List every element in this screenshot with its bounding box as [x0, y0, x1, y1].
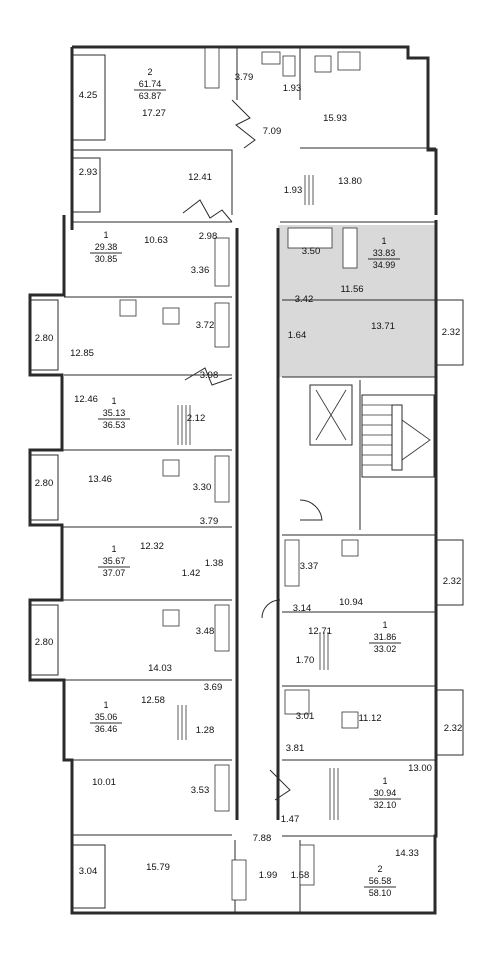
- room-area: 2.93: [79, 167, 98, 178]
- apt-a5-total: 37.07: [103, 568, 126, 578]
- room-area: 4.25: [79, 90, 98, 101]
- room-area-labels: 4.25 3.79 1.93 17.27 15.93 7.09 2.93 12.…: [35, 72, 463, 881]
- apt-a9-rooms: 2: [377, 864, 382, 874]
- apt-a8-rooms: 1: [382, 776, 387, 786]
- room-area: 10.94: [339, 597, 363, 608]
- room-area: 15.93: [323, 113, 347, 124]
- room-area: 2.98: [199, 231, 218, 242]
- room-area: 2.32: [442, 327, 461, 338]
- room-area: 7.09: [263, 126, 282, 137]
- hatches: [177, 175, 339, 820]
- apt-a5-living: 35.67: [103, 556, 126, 566]
- room-area: 14.03: [148, 663, 172, 674]
- room-area: 1.58: [291, 870, 310, 881]
- apt-a5-rooms: 1: [111, 544, 116, 554]
- room-area: 2.32: [444, 723, 463, 734]
- room-area: 11.12: [358, 713, 381, 724]
- apt-a6-living: 31.86: [374, 632, 397, 642]
- room-area: 17.27: [142, 108, 166, 119]
- apt-a4-total: 36.53: [103, 420, 126, 430]
- room-area: 13.00: [408, 763, 432, 774]
- room-area: 3.79: [235, 72, 254, 83]
- room-area: 1.99: [259, 870, 278, 881]
- room-area: 1.38: [205, 558, 224, 569]
- room-area: 1.64: [288, 330, 307, 341]
- apt-a8-living: 30.94: [374, 788, 397, 798]
- room-area: 1.93: [283, 83, 302, 94]
- room-area: 3.14: [293, 603, 312, 614]
- apt-a7-living: 35.06: [95, 712, 118, 722]
- apt-a2-rooms: 1: [103, 230, 108, 240]
- apt-a1-living: 61.74: [139, 79, 162, 89]
- room-area: 13.80: [338, 176, 362, 187]
- apartment-labels: 2 61.74 63.87 1 29.38 30.85 1 33.83 34.9…: [95, 67, 397, 898]
- fixtures: [119, 47, 361, 901]
- room-area: 10.01: [92, 777, 116, 788]
- room-area: 7.88: [253, 833, 272, 844]
- room-area: 10.63: [144, 235, 168, 246]
- room-area: 3.69: [204, 682, 223, 693]
- room-area: 2.12: [187, 413, 206, 424]
- room-area: 3.81: [286, 743, 305, 754]
- apt-a2-total: 30.85: [95, 254, 118, 264]
- room-area: 3.01: [296, 711, 315, 722]
- apt-a3-rooms: 1: [381, 236, 386, 246]
- room-area: 3.79: [200, 516, 219, 527]
- room-area: 3.48: [196, 626, 215, 637]
- apt-a8-total: 32.10: [374, 800, 397, 810]
- apt-a6-rooms: 1: [382, 620, 387, 630]
- room-area: 1.70: [296, 655, 315, 666]
- room-area: 1.93: [284, 185, 303, 196]
- room-area: 3.98: [200, 370, 219, 381]
- room-area: 3.37: [300, 561, 319, 572]
- room-area: 1.28: [196, 725, 215, 736]
- apt-a4-living: 35.13: [103, 408, 126, 418]
- apt-a6-total: 33.02: [374, 644, 397, 654]
- apt-a2-living: 29.38: [95, 242, 118, 252]
- room-area: 12.46: [74, 394, 98, 405]
- room-area: 12.32: [140, 541, 164, 552]
- apt-a1-total: 63.87: [139, 91, 162, 101]
- room-area: 1.42: [182, 568, 201, 579]
- elevator-shaft: [309, 384, 353, 446]
- staircase: [361, 394, 435, 478]
- room-area: 11.56: [340, 284, 363, 295]
- apt-a7-rooms: 1: [103, 700, 108, 710]
- apt-a3-living: 33.83: [373, 248, 396, 258]
- doors: [182, 99, 323, 801]
- room-area: 13.46: [88, 474, 112, 485]
- room-area: 3.42: [295, 294, 314, 305]
- apt-a3-total: 34.99: [373, 260, 396, 270]
- room-area: 3.50: [302, 246, 321, 257]
- room-area: 12.85: [70, 348, 94, 359]
- living-area-rules: [90, 89, 401, 888]
- room-area: 3.36: [191, 265, 210, 276]
- apt-a1-rooms: 2: [147, 67, 152, 77]
- room-area: 2.80: [35, 333, 54, 344]
- room-area: 2.32: [443, 576, 462, 587]
- room-area: 1.47: [281, 814, 300, 825]
- room-area: 3.53: [191, 785, 210, 796]
- balconies: [30, 54, 464, 909]
- room-area: 12.41: [188, 172, 212, 183]
- room-area: 2.80: [35, 478, 54, 489]
- apt-a9-total: 58.10: [369, 888, 392, 898]
- room-area: 3.30: [193, 482, 212, 493]
- room-area: 13.71: [371, 321, 395, 332]
- room-area: 3.72: [196, 320, 215, 331]
- room-area: 2.80: [35, 637, 54, 648]
- apt-a9-living: 56.58: [369, 876, 392, 886]
- room-area: 15.79: [146, 862, 170, 873]
- apt-a7-total: 36.46: [95, 724, 118, 734]
- room-area: 12.58: [141, 695, 165, 706]
- room-area: 14.33: [395, 848, 419, 859]
- room-area: 3.04: [79, 866, 98, 877]
- interior-walls: [62, 47, 436, 913]
- room-area: 12.71: [308, 626, 332, 637]
- apt-a4-rooms: 1: [111, 396, 116, 406]
